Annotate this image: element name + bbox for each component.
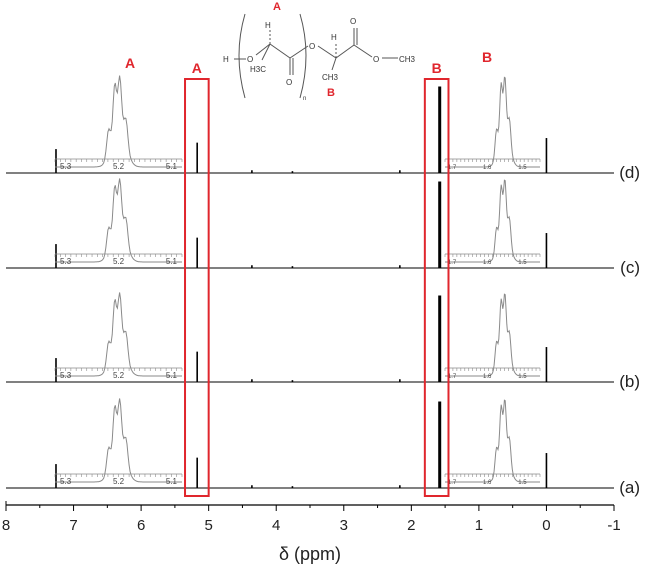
structure-ch3-end: CH3 (399, 55, 416, 64)
inset-multiplet (55, 292, 182, 377)
inset-tick-label: 5.3 (60, 371, 72, 380)
x-tick-label: 3 (340, 517, 348, 534)
inset-label-b: B (482, 49, 492, 65)
x-tick-label: 2 (407, 517, 415, 534)
structure-repeat-n: n (303, 96, 306, 102)
bond-c2-oester (289, 45, 309, 59)
inset-tick-label: 5.2 (113, 477, 125, 486)
structure-ch3-2: CH3 (322, 73, 339, 82)
inset-tick-label: 5.2 (113, 257, 125, 266)
x-tick-label: 8 (2, 517, 10, 534)
series-label: (a) (619, 478, 640, 497)
structure-label-a: A (273, 1, 281, 13)
bond-c3-c4 (335, 44, 355, 59)
structure-h-alpha-2: H (331, 33, 337, 42)
structure-o-methyl: O (373, 55, 379, 64)
structure-label-b: B (327, 87, 335, 99)
inset-multiplet (55, 75, 182, 168)
plot-layer: 8 7 6 5 4 3 2 1 0 -1 δ (ppm) (d) (c) (b) (a) 5.3 5.2 5.1 1… (2, 49, 640, 564)
bond-o-c1 (255, 43, 271, 56)
highlight-box (423, 78, 450, 497)
structure-o-ester: O (309, 42, 315, 51)
structure-o-carbonyl-2: O (350, 17, 356, 26)
inset-tick-label: 5.1 (166, 162, 178, 171)
series-label: (c) (620, 258, 640, 277)
inset-tick-label: 1.7 (448, 374, 457, 380)
highlight-box-label: A (192, 60, 202, 76)
bond-c4-omethyl (353, 44, 373, 58)
inset-multiplet (55, 398, 182, 483)
x-tick-label: 7 (69, 517, 77, 534)
bond-c1-ch3 (261, 43, 271, 61)
structure-h-left: H (223, 55, 229, 64)
bond-c3-ch3 (331, 57, 337, 71)
x-tick-label: 6 (137, 517, 145, 534)
inset-tick-label: 5.3 (60, 162, 72, 171)
inset-tick-label: 1.7 (448, 260, 457, 266)
inset-tick-label: 1.7 (448, 480, 457, 486)
structure-ch3-1: H3C (250, 65, 266, 74)
inset-tick-label: 5.1 (166, 371, 178, 380)
inset-tick-label: 1.6 (483, 165, 492, 171)
inset-multiplet (445, 399, 540, 483)
repeat-bracket-right (299, 13, 307, 99)
highlight-box-label: B (432, 60, 442, 76)
inset-tick-label: 5.1 (166, 477, 178, 486)
series-label: (b) (619, 372, 640, 391)
x-tick-label: 1 (475, 517, 483, 534)
inset-tick-label: 5.1 (166, 257, 178, 266)
bond-oester-c3 (317, 45, 337, 59)
inset-multiplet (55, 178, 182, 263)
inset-tick-label: 1.5 (518, 260, 527, 266)
structure-o-carbonyl-1: O (286, 78, 292, 87)
inset-tick-label: 1.5 (518, 374, 527, 380)
inset-tick-label: 1.6 (483, 480, 492, 486)
repeat-bracket-left (238, 13, 246, 99)
inset-tick-label: 5.3 (60, 477, 72, 486)
inset-multiplet (445, 293, 540, 377)
x-tick-label: -1 (607, 517, 620, 534)
inset-tick-label: 1.5 (518, 480, 527, 486)
inset-tick-label: 1.6 (483, 260, 492, 266)
inset-tick-label: 5.3 (60, 257, 72, 266)
chemical-structure (234, 13, 398, 99)
series-label: (d) (619, 163, 640, 182)
x-axis-title: δ (ppm) (279, 544, 341, 564)
inset-tick-label: 5.2 (113, 371, 125, 380)
inset-tick-label: 1.5 (518, 165, 527, 171)
inset-tick-label: 5.2 (113, 162, 125, 171)
highlight-box (184, 78, 210, 497)
x-tick-label: 0 (542, 517, 550, 534)
x-tick-label: 4 (272, 517, 280, 534)
structure-o-left: O (247, 55, 253, 64)
inset-multiplet (445, 179, 540, 263)
inset-tick-label: 1.6 (483, 374, 492, 380)
x-tick-label: 5 (204, 517, 212, 534)
bond-c1-c2 (269, 43, 291, 59)
inset-multiplet (445, 76, 540, 168)
inset-label-a: A (125, 55, 135, 71)
structure-h-alpha-1: H (265, 21, 271, 30)
inset-tick-label: 1.7 (448, 165, 457, 171)
